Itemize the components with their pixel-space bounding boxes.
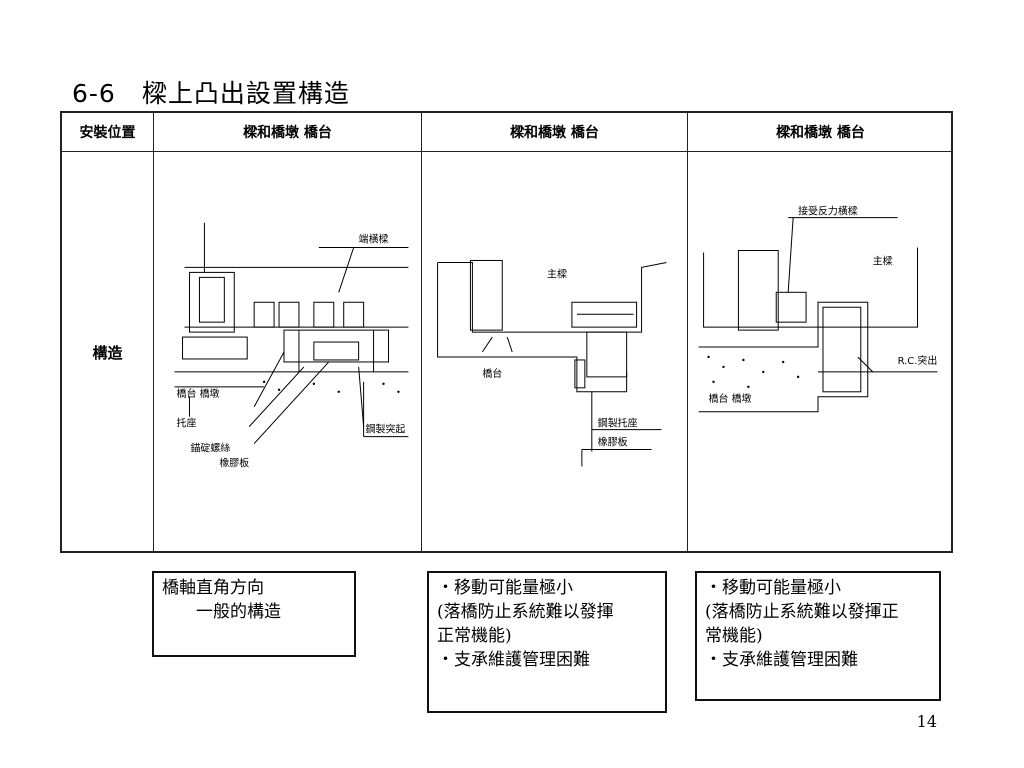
label-steel-bracket: 鋼製托座 [598, 417, 638, 430]
label-cross-beam: 接受反力橫樑 [798, 205, 858, 218]
page-title: 6-6 樑上凸出設置構造 [72, 79, 350, 108]
label-end-beam: 端橫樑 [359, 233, 389, 246]
page-number: 14 [916, 712, 937, 731]
rc-protrusion-diagram: 接受反力橫樑 主樑 R.C.突出 橋台 橋墩 [698, 205, 938, 413]
label-steel-protrusion: 鋼製突起 [366, 423, 406, 436]
diagram-col-2: 主樑 橋台 鋼製托座 橡膠板 [422, 153, 687, 551]
note-line: 正常機能) [437, 626, 512, 646]
note-line: ・支承維護管理困難 [705, 650, 858, 670]
header-col-1: 樑和橋墩 橋台 [243, 125, 332, 141]
col-divider [687, 113, 688, 551]
note-line: 常機能) [705, 626, 763, 646]
note-line: (落橋防止系統難以發揮 [437, 602, 614, 622]
row-label-structure: 構造 [92, 343, 123, 362]
note-box-1: 橋軸直角方向 一般的構造 [152, 571, 356, 657]
label-abutment: 橋台 [482, 367, 502, 380]
diagram-col-3: 接受反力橫樑 主樑 R.C.突出 橋台 橋墩 [688, 153, 953, 551]
note-box-2: ・移動可能量極小 (落橋防止系統難以發揮 正常機能) ・支承維護管理困難 [427, 571, 667, 713]
label-bearing: 托座 [177, 417, 197, 430]
header-divider [62, 151, 951, 152]
note-line: (落橋防止系統難以發揮正 [705, 602, 899, 622]
label-main-beam: 主樑 [547, 267, 567, 280]
note-line: 一般的構造 [162, 602, 281, 622]
note-line: ・移動可能量極小 [705, 578, 841, 598]
label-abutment-pier: 橋台 橋墩 [709, 392, 752, 405]
col-divider [153, 113, 154, 551]
note-line: ・移動可能量極小 [437, 578, 573, 598]
label-rc-protrusion: R.C.突出 [898, 354, 938, 367]
note-line: 橋軸直角方向 [162, 578, 264, 598]
steel-bracket-diagram: 主樑 橋台 鋼製托座 橡膠板 [437, 259, 667, 467]
label-abutment-pier: 橋台 橋墩 [177, 387, 220, 400]
bearing-bracket-diagram: 端橫樑 橋台 橋墩 托座 錨碇螺絲 橡膠板 鋼製突起 [174, 222, 409, 469]
note-line: ・支承維護管理困難 [437, 650, 590, 670]
label-anchor-bolt: 錨碇螺絲 [190, 442, 230, 455]
label-rubber-plate: 橡膠板 [219, 456, 249, 469]
header-col-2: 樑和橋墩 橋台 [510, 125, 599, 141]
label-rubber-plate: 橡膠板 [598, 436, 628, 449]
diagram-col-1: 端橫樑 橋台 橋墩 托座 錨碇螺絲 橡膠板 鋼製突起 [154, 153, 421, 551]
col-divider [421, 113, 422, 551]
structure-table: 安裝位置 樑和橋墩 橋台 樑和橋墩 橋台 樑和橋墩 橋台 構造 [60, 111, 953, 553]
label-main-beam: 主樑 [873, 254, 893, 267]
note-box-3: ・移動可能量極小 (落橋防止系統難以發揮正 常機能) ・支承維護管理困難 [695, 571, 941, 701]
header-col-3: 樑和橋墩 橋台 [776, 125, 865, 141]
header-install-position: 安裝位置 [79, 125, 136, 141]
